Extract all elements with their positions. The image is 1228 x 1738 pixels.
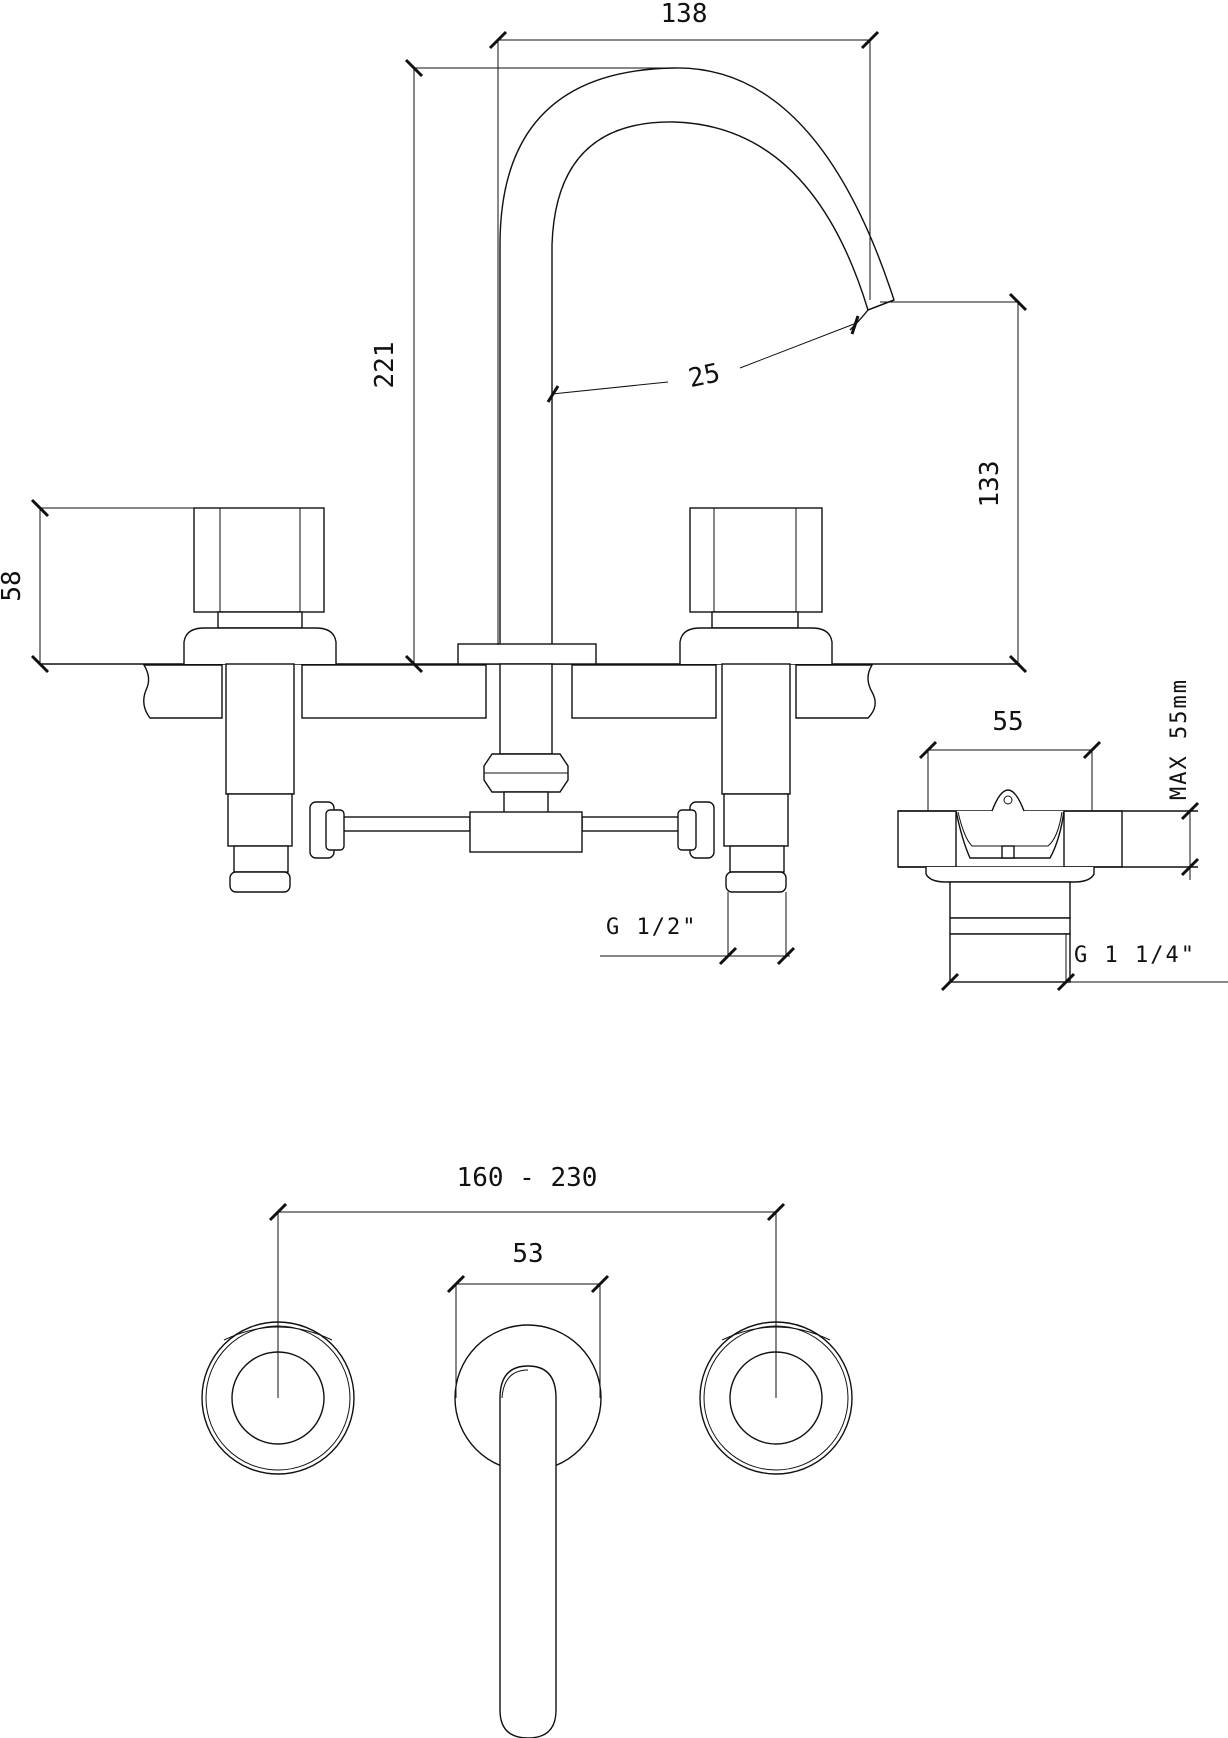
spout xyxy=(457,67,895,835)
supply-thread-label: G 1/2" xyxy=(606,915,697,940)
total-height-label: 221 xyxy=(370,342,400,389)
spout-reach-label: 138 xyxy=(661,0,708,29)
handle-spacing-label: 160 - 230 xyxy=(457,1163,598,1193)
side-elevation-view: 138 221 25 133 58 G 1/2" xyxy=(0,0,1028,966)
waste-thread-label: G 1 1/4" xyxy=(1074,943,1196,968)
spout-diameter-label: 25 xyxy=(686,358,723,394)
supply-pipe xyxy=(309,801,715,859)
max-thickness-label: MAX 55mm xyxy=(1167,678,1192,800)
left-handle xyxy=(183,507,337,893)
plan-spout xyxy=(454,1324,602,1738)
right-handle xyxy=(679,507,833,893)
spout-height-label: 133 xyxy=(975,461,1005,508)
waste-width-label: 55 xyxy=(992,707,1023,737)
waste-detail-view: 55 MAX 55mm G 1 1/4" xyxy=(897,678,1228,992)
handle-height-label: 58 xyxy=(0,570,27,601)
dimension-lines xyxy=(30,30,1028,966)
spout-base-width-label: 53 xyxy=(512,1239,543,1269)
plan-view: 160 - 230 53 xyxy=(201,1163,853,1738)
